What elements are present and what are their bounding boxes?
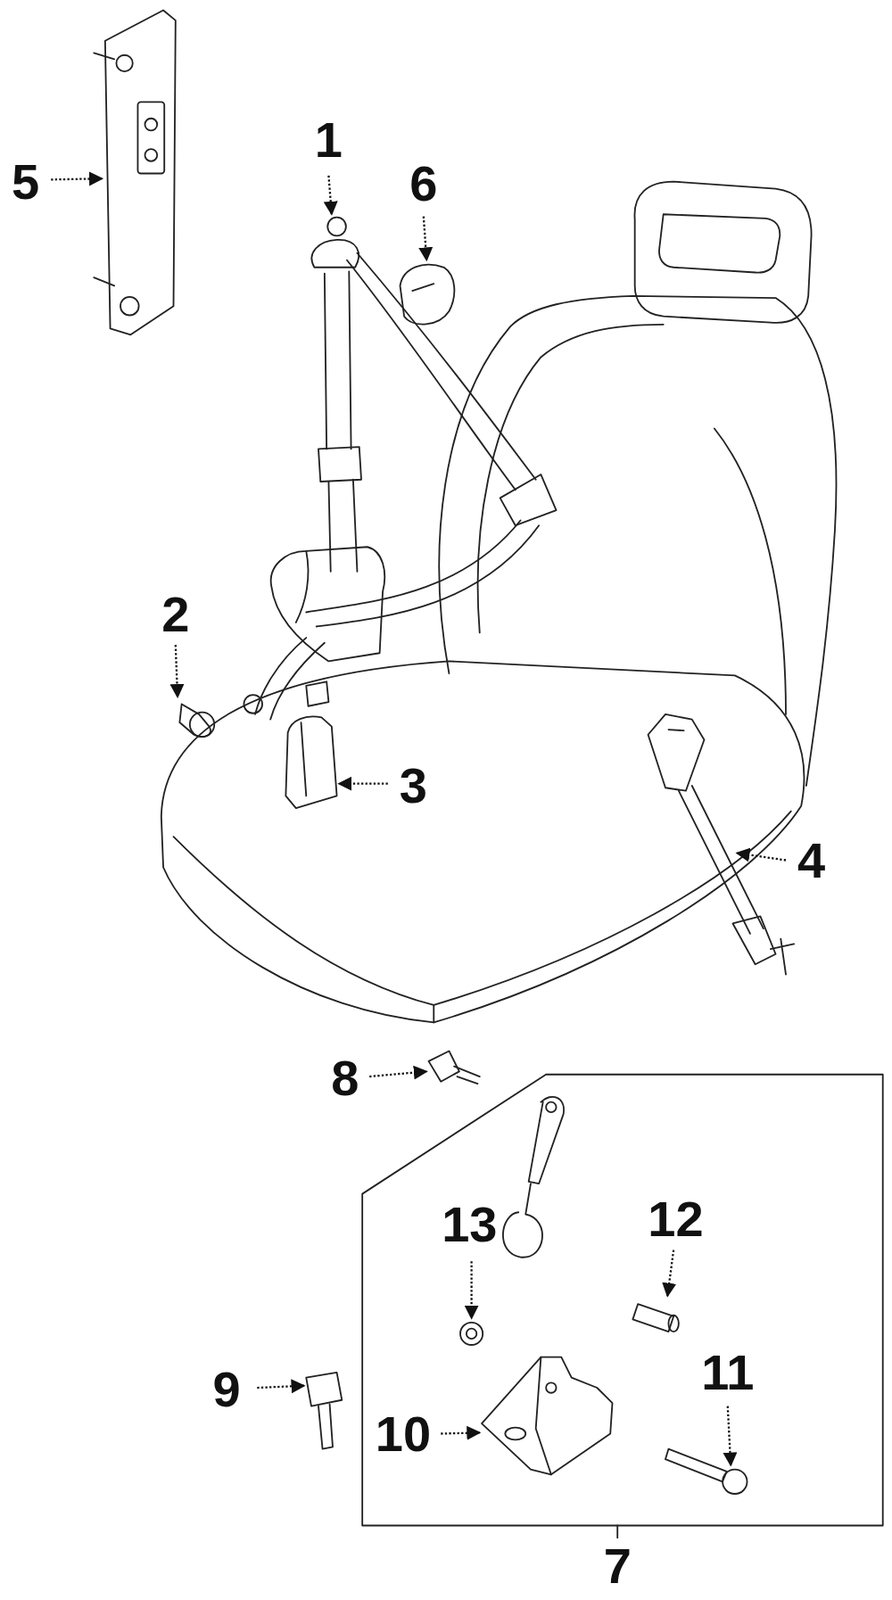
illustration-line [667,1250,674,1297]
callout-number: 8 [330,1053,359,1104]
illustration-line [648,714,705,792]
illustration-line [256,1386,305,1388]
illustration-line [369,1071,427,1077]
illustration-line [440,1432,480,1434]
illustration-line [733,916,777,965]
illustration-line [243,694,263,714]
illustration-line [478,324,664,634]
illustration-line [144,118,157,132]
illustration-line [632,1304,674,1332]
illustration-line [137,101,165,174]
illustration-line [105,9,176,335]
illustration-line [93,52,115,59]
illustration-line [161,660,805,1023]
illustration-line [328,479,357,572]
illustration-line [504,1428,526,1441]
illustration-line [460,1322,483,1346]
illustration-line [722,1470,747,1495]
illustration-line [481,1357,612,1476]
illustration-line [179,703,211,737]
illustration-line [545,1102,556,1113]
illustration-line [305,681,329,706]
illustration-line [432,1005,435,1023]
illustration-line [545,1382,556,1393]
callout-number: 7 [603,1541,632,1592]
illustration-line [536,1357,552,1476]
callout-number: 6 [409,158,438,209]
illustration-line [324,271,352,449]
illustration-line [770,939,794,975]
illustration-line [255,637,325,720]
illustration-line [93,277,115,286]
illustration-line [305,1372,342,1407]
illustration-line [328,175,331,215]
illustration-line [503,1183,543,1258]
callout-number: 5 [11,156,40,207]
illustration-line [346,253,537,490]
illustration-line [301,722,307,796]
illustration-line [93,9,883,1538]
illustration-line [50,178,102,180]
illustration-line [438,296,836,786]
illustration-line [466,1329,477,1339]
illustration-line [312,239,360,268]
illustration-line [327,217,347,237]
callout-number: 9 [212,1364,240,1415]
illustration-line [665,1449,727,1483]
illustration-line [400,264,455,325]
illustration-line [271,546,386,661]
illustration-line [115,55,133,72]
callout-number: 13 [441,1199,497,1250]
callout-number: 12 [647,1194,703,1245]
illustration-line [189,712,215,737]
callout-number: 4 [797,835,826,886]
illustration-line [175,644,178,697]
illustration-line [173,811,792,1006]
illustration-line [362,1074,884,1527]
illustration-line [634,181,811,323]
illustration-line [120,297,140,316]
illustration-line [338,783,389,785]
illustration-line [659,214,780,273]
illustration-line [736,852,786,860]
illustration-line [714,429,786,715]
illustration-line [285,716,337,809]
illustration-line [305,520,539,628]
illustration-line [678,785,764,934]
illustration-line [668,1315,678,1332]
illustration-line [470,1261,472,1319]
illustration-line [423,216,427,261]
illustration-line [144,148,157,162]
illustration-line [412,283,434,291]
illustration-line [50,175,786,1466]
illustration-line [668,729,684,731]
callout-number: 3 [399,760,428,811]
illustration-line [727,1406,731,1466]
illustration-line [454,1066,480,1084]
illustration-line [528,1097,564,1184]
callout-number: 2 [161,589,190,640]
illustration-line [318,1404,333,1449]
illustration-line [500,474,557,526]
illustration-line [616,1525,619,1538]
callout-number: 10 [375,1409,431,1460]
illustration-line [318,446,362,482]
callout-number: 1 [314,115,343,166]
callout-number: 11 [701,1347,754,1398]
